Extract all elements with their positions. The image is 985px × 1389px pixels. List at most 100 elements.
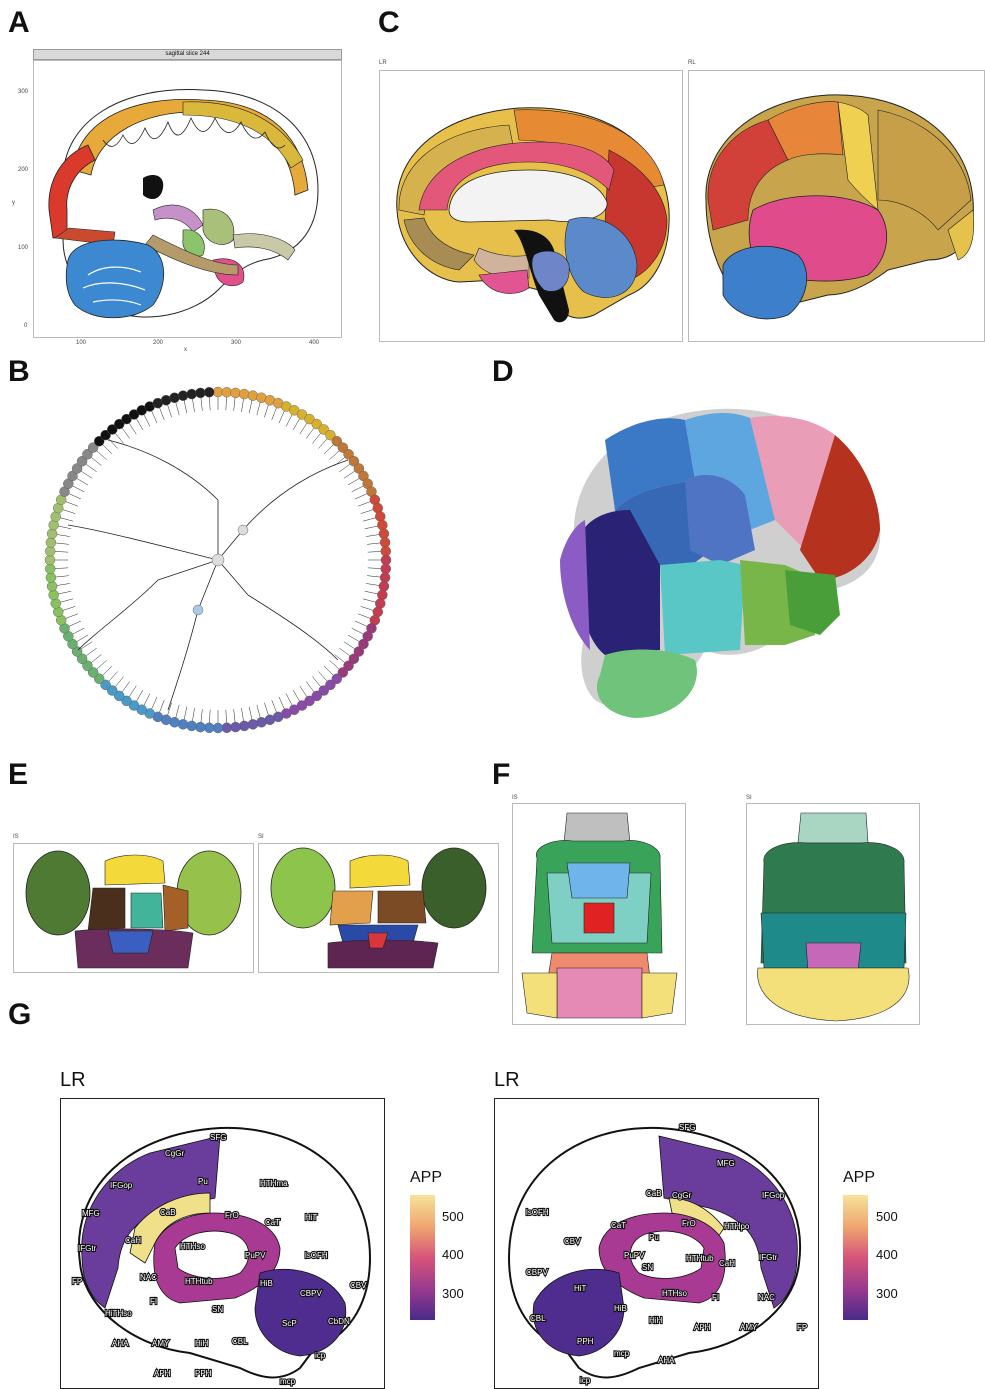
panel-a-xtick: 100: [76, 340, 86, 346]
panel-a-sagittal-slice: [33, 60, 342, 338]
dendrogram-branch: [81, 471, 92, 478]
dendrogram-branch: [300, 686, 307, 697]
dendrogram-branch: [63, 606, 75, 610]
dendrogram-branch: [257, 403, 260, 416]
region-label: NAC: [140, 1273, 157, 1282]
dendrogram-branch: [226, 710, 227, 723]
region-label: ScP: [282, 1319, 297, 1328]
dendrogram-leaf-node: [47, 581, 57, 591]
dendrogram-branch: [176, 403, 179, 416]
region-label: HTHtub: [686, 1254, 714, 1263]
region-label: CgGr: [165, 1149, 184, 1158]
panel-a-ytick: 200: [18, 167, 28, 173]
region-label: FP: [797, 1323, 807, 1332]
panel-g-left-colorbar: [410, 1195, 435, 1320]
panel-g-left-title: LR: [60, 1069, 86, 1092]
dendrogram-branch: [352, 628, 364, 634]
dendrogram-branch: [201, 398, 202, 411]
panel-a-xtick: 300: [231, 340, 241, 346]
dendrogram-branch: [103, 445, 112, 454]
dendrogram-branch: [66, 614, 78, 619]
region-label: CaH: [125, 1236, 141, 1245]
dendrogram-leaf-node: [51, 598, 61, 608]
dendrogram-branch: [193, 399, 195, 412]
dendrogram-leaf-node: [381, 546, 391, 556]
dendrogram-leaf-node: [204, 723, 214, 733]
dendrogram-branch: [329, 660, 339, 669]
panel-a-ylab: y: [12, 200, 15, 206]
dendrogram-leaf-node: [222, 723, 232, 733]
dendrogram-branch: [176, 705, 179, 718]
region-label: SN: [642, 1263, 653, 1272]
dendrogram-leaf-node: [213, 387, 223, 397]
region-label: AHA: [112, 1339, 129, 1348]
panel-e-right-title: SI: [258, 834, 264, 840]
dendrogram-leaf-node: [49, 590, 59, 600]
dendrogram-branch: [57, 583, 70, 585]
panel-g-right-legend-title: APP: [843, 1169, 875, 1187]
dendrogram-branch: [61, 599, 74, 602]
region-label: CgGr: [672, 1191, 691, 1200]
region-label: PPH: [577, 1337, 594, 1346]
dendrogram-branch: [184, 707, 187, 720]
dendrogram-branch: [363, 599, 376, 602]
panel-g-left-legend-title: APP: [410, 1169, 442, 1187]
panel-g-left-sagittal-map: SFGCgGrIFGopMFGCaBCaHIFGtrFPHTHmaFrOCaTH…: [60, 1098, 385, 1389]
region-label: AHA: [658, 1356, 675, 1365]
panel-letter-c: C: [378, 6, 400, 40]
dendrogram-branch: [293, 690, 300, 701]
region-label: HiB: [260, 1279, 273, 1288]
dendrogram-branch: [365, 591, 378, 594]
dendrogram-branch: [241, 708, 243, 721]
dendrogram-branch: [339, 464, 350, 472]
region-label: FrO: [225, 1211, 239, 1220]
panel-g-left-legend-tick: 400: [442, 1247, 464, 1262]
dendrogram-branch: [366, 535, 379, 537]
region-label: FI: [150, 1297, 157, 1306]
panel-g-left-legend-tick: 300: [442, 1286, 464, 1301]
dendrogram-branch: [355, 621, 367, 626]
dendrogram-branch: [184, 401, 187, 414]
panel-g-right-colorbar: [843, 1195, 868, 1320]
panel-g-right-title: LR: [494, 1069, 520, 1092]
region-label: HiT: [305, 1213, 318, 1222]
panel-f-left-title: IS: [512, 795, 518, 801]
dendrogram-leaf-node: [187, 721, 197, 731]
dendrogram-branch: [312, 433, 320, 443]
dendrogram-branch: [355, 494, 367, 499]
panel-a-xlab: x: [184, 347, 187, 353]
region-label: CbDN: [328, 1317, 350, 1326]
region-label: CBL: [530, 1314, 546, 1323]
dendrogram-branch: [318, 671, 327, 681]
panel-c-left-title: LR: [379, 60, 387, 66]
dendrogram-branch: [66, 502, 78, 507]
region-label: mcp: [614, 1349, 630, 1358]
region-label: IFGop: [110, 1181, 133, 1190]
region-label: Pu: [649, 1233, 659, 1242]
region-label: HiB: [614, 1304, 627, 1313]
dendrogram-branch: [103, 666, 112, 675]
dendrogram-branch: [152, 697, 157, 709]
dendrogram-leaf-node: [46, 573, 56, 583]
dendrogram-branch: [358, 614, 370, 619]
dendrogram-branch: [160, 408, 165, 420]
panel-letter-e: E: [8, 758, 28, 792]
dendrogram-leaf-node: [377, 590, 387, 600]
dendrogram-leaf-node: [239, 389, 249, 399]
dendrogram-branch: [61, 518, 74, 521]
region-label: lsOFH: [526, 1208, 549, 1217]
panel-c-left-medial-view: [379, 70, 683, 342]
region-label: CaT: [265, 1218, 280, 1227]
dendrogram-branch: [293, 419, 300, 430]
region-label: SFG: [679, 1123, 695, 1132]
dendrogram-leaf-node: [195, 388, 205, 398]
dendrogram-branch: [226, 397, 227, 410]
dendrogram-branch: [344, 642, 355, 649]
panel-c-right-lateral-view: [688, 70, 985, 342]
panel-letter-g: G: [8, 998, 31, 1032]
region-label: NAC: [758, 1293, 775, 1302]
dendrogram-branch: [286, 415, 292, 427]
region-label: CaH: [719, 1259, 735, 1268]
dendrogram-leaf-node: [178, 719, 188, 729]
dendrogram-leaf-node: [187, 389, 197, 399]
